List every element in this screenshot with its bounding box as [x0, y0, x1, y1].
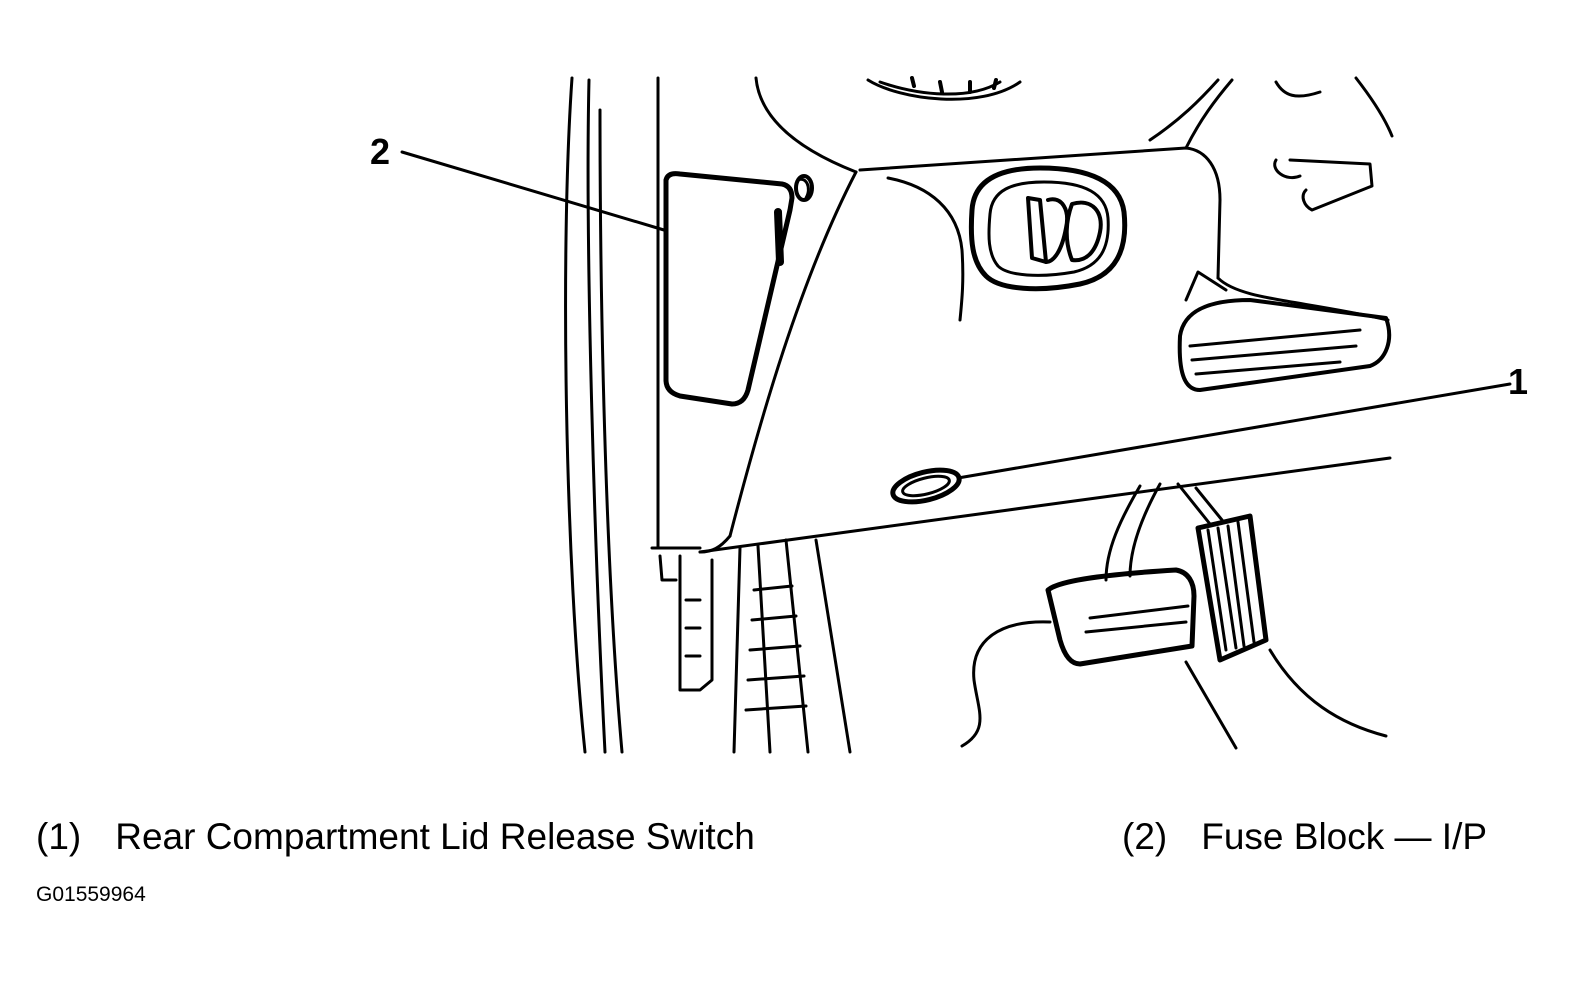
legend-item-2: (2) Fuse Block — I/P: [1122, 818, 1487, 855]
legend-item-1: (1) Rear Compartment Lid Release Switch: [36, 818, 755, 855]
steering-column: [1177, 76, 1394, 392]
legend-item-2-label: Fuse Block — I/P: [1201, 816, 1488, 857]
leader-lines: [400, 150, 1512, 480]
legend-item-1-label: Rear Compartment Lid Release Switch: [115, 816, 755, 857]
callout-number-2: 2: [370, 131, 391, 172]
release-switch-bezel: [968, 165, 1128, 292]
fuse-block-cover: [663, 171, 814, 407]
callout-number-1: 1: [1508, 361, 1529, 402]
accelerator-pedal: [1176, 482, 1388, 738]
brake-pedal: [960, 482, 1238, 750]
legend-item-1-number: (1): [36, 816, 82, 857]
door-pillar: [564, 76, 702, 754]
figure-id: G01559964: [36, 883, 146, 906]
dash-panel: [698, 76, 1392, 554]
leader-line-1: [956, 382, 1512, 480]
leader-line-2: [400, 150, 666, 232]
legend-item-2-number: (2): [1122, 816, 1168, 857]
switch-grommet: [890, 467, 962, 505]
lower-trim: [658, 538, 852, 754]
diagram-drawing: [400, 76, 1512, 754]
